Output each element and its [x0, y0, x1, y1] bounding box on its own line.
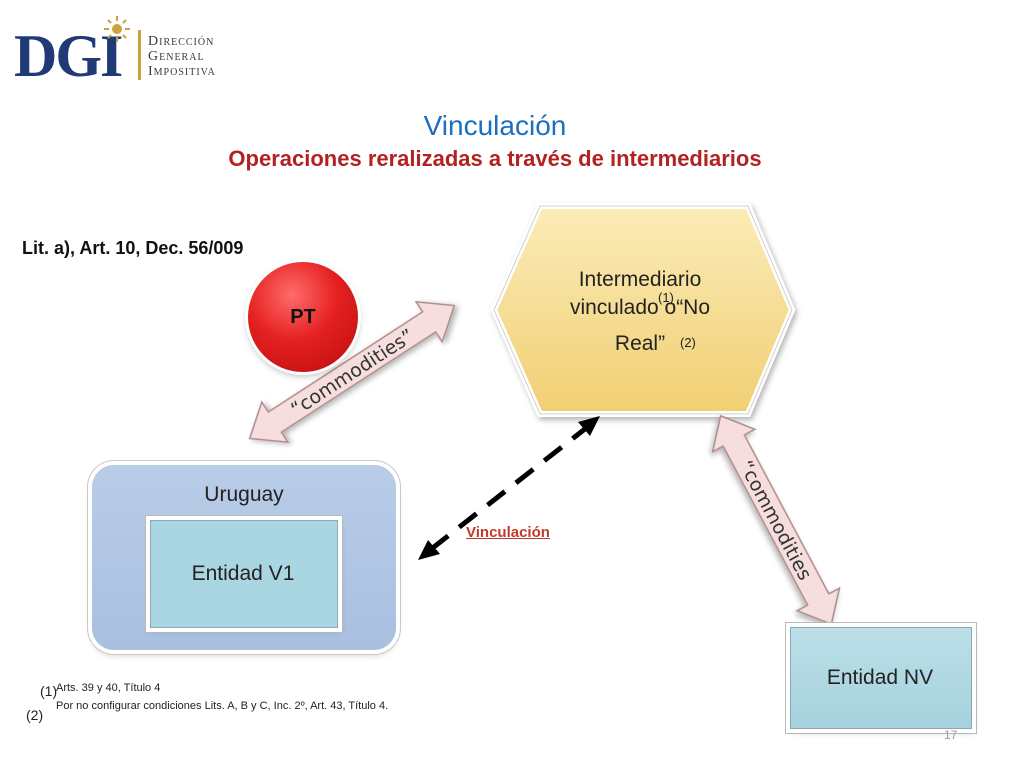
entidad-v1-label: Entidad V1: [191, 562, 295, 585]
logo-line-1: Dirección: [148, 34, 215, 49]
footnote-text-1: Arts. 39 y 40, Título 4: [56, 682, 161, 694]
intermediary-line-2: vinculado o“No: [569, 296, 711, 319]
legal-reference: Lit. a), Art. 10, Dec. 56/009: [22, 238, 244, 258]
entidad-nv-label: Entidad NV: [826, 666, 934, 689]
footnote-mark-2: (2): [26, 707, 44, 723]
slide-title: Vinculación: [423, 110, 567, 141]
intermediary-footnote-mark-1: (1): [658, 290, 674, 305]
slide-subtitle: Operaciones reralizadas a través de inte…: [228, 146, 762, 171]
logo-text: Dirección General Impositiva: [148, 34, 216, 79]
footnote-mark-1: (1): [40, 683, 58, 699]
footnote-text-2: Por no configurar condiciones Lits. A, B…: [56, 700, 389, 712]
page-number: 17: [944, 728, 958, 742]
vinculacion-dashed-arrow: [418, 416, 600, 560]
pt-node: [248, 262, 358, 372]
sun-icon: [104, 16, 130, 42]
pt-label: PT: [290, 306, 316, 328]
entidad-nv-box: [790, 627, 972, 729]
dgi-logo-mark: DGI: [14, 23, 123, 89]
vinculacion-label: Vinculación: [466, 524, 550, 541]
intermediary-line-3: Real”: [614, 332, 666, 355]
uruguay-label: Uruguay: [204, 483, 284, 506]
logo-divider: [138, 30, 141, 80]
commodities-arrow-right: “commodities: [711, 414, 841, 626]
entidad-v1-box: [150, 520, 338, 628]
logo-line-2: General: [148, 49, 205, 64]
commodities-label-right: “commodities: [734, 457, 815, 584]
logo-line-3: Impositiva: [148, 64, 216, 79]
intermediary-line-1: Intermediario: [578, 268, 702, 291]
intermediary-footnote-mark-2: (2): [680, 335, 696, 350]
